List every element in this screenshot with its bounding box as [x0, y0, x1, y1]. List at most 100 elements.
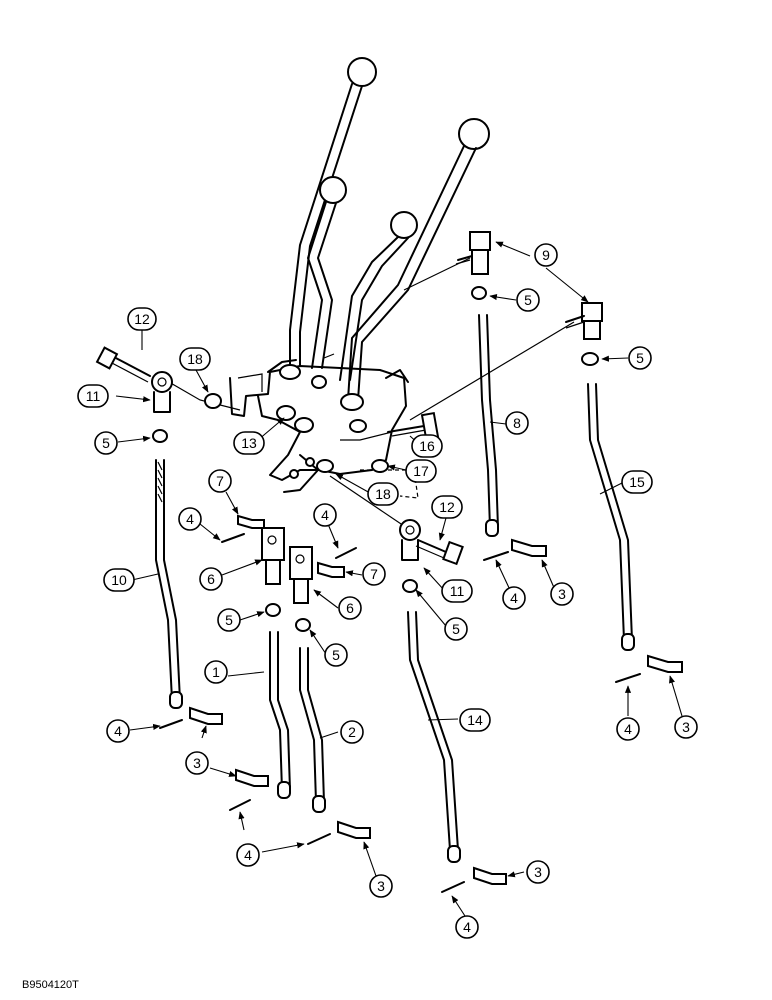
leader-lines [115, 241, 683, 917]
control-lever-4 [339, 211, 418, 381]
pin-7-left [237, 514, 265, 529]
callout-8: 8 [505, 411, 529, 435]
callout-5-upper-right: 5 [516, 288, 540, 312]
svg-text:18: 18 [375, 486, 391, 502]
rod-8 [478, 314, 499, 537]
figure-code: B9504120T [22, 979, 79, 991]
callout-4-rod-8: 4 [502, 586, 526, 610]
cotter-4-rod-1 [229, 799, 251, 811]
callout-3-rod-8: 3 [550, 582, 574, 606]
callout-7-left: 7 [208, 469, 232, 493]
valve-bracket [229, 353, 419, 499]
callout-18-lower: 18 [367, 482, 399, 506]
cotter-4-rod-10 [159, 719, 183, 729]
svg-text:12: 12 [439, 499, 455, 515]
callout-5-left: 5 [94, 431, 118, 455]
callout-5-clevis-right: 5 [324, 643, 348, 667]
svg-text:7: 7 [370, 566, 378, 582]
tie-lines [161, 257, 575, 531]
callout-4-rod-1: 4 [236, 843, 260, 867]
svg-text:4: 4 [244, 847, 252, 863]
svg-text:7: 7 [216, 473, 224, 489]
callout-10: 10 [103, 568, 135, 592]
callout-1: 1 [204, 660, 228, 684]
svg-text:5: 5 [102, 435, 110, 451]
callout-3-rod-10: 3 [185, 751, 209, 775]
control-lever-assembly [229, 57, 490, 499]
rod-1 [269, 631, 291, 799]
nut-5-right-upper [471, 286, 487, 300]
pin-3-rod-2 [337, 820, 371, 839]
callout-3-extra: 3 [0, 0, 4, 8]
callout-3-rod-2: 3 [369, 874, 393, 898]
svg-text:8: 8 [513, 415, 521, 431]
callout-18-upper: 18 [179, 347, 211, 371]
svg-text:6: 6 [207, 571, 215, 587]
svg-text:5: 5 [452, 621, 460, 637]
svg-text:4: 4 [510, 590, 518, 606]
bolt-12-left [95, 346, 151, 383]
svg-text:14: 14 [467, 712, 483, 728]
callout-4-extra: 4 [0, 0, 4, 8]
callout-6-left: 6 [199, 567, 223, 591]
pin-3-rod-10 [189, 706, 223, 725]
callout-11-left: 11 [77, 384, 109, 408]
svg-text:5: 5 [636, 350, 644, 366]
pin-3-rod-1 [235, 768, 269, 787]
ball-joint-9-upper [455, 231, 491, 275]
callout-11-right: 11 [441, 579, 473, 603]
ball-joint-11-left [151, 371, 173, 413]
svg-text:18: 18 [187, 351, 203, 367]
rod-15 [587, 383, 635, 651]
nut-5-clevis-left [265, 603, 281, 617]
callout-2: 2 [340, 720, 364, 744]
svg-text:2: 2 [348, 724, 356, 740]
cotter-4-upper-right [335, 547, 357, 559]
svg-text:3: 3 [682, 719, 690, 735]
control-lever-2 [307, 176, 347, 369]
callout-4-rod-15: 4 [616, 717, 640, 741]
callout-15: 15 [621, 470, 653, 494]
ball-joint-9-lower [565, 302, 603, 340]
callout-16: 16 [411, 434, 443, 458]
callout-5-right: 5 [628, 346, 652, 370]
svg-text:4: 4 [186, 511, 194, 527]
svg-text:17: 17 [413, 463, 429, 479]
pin-3-rod-14 [473, 866, 507, 885]
pin-3-rod-8 [511, 538, 547, 557]
svg-text:6: 6 [346, 600, 354, 616]
cotter-4-rod-8 [483, 551, 509, 561]
callout-5-rod-14: 5 [444, 617, 468, 641]
callout-14: 14 [459, 708, 491, 732]
svg-text:3: 3 [377, 878, 385, 894]
svg-text:4: 4 [114, 723, 122, 739]
nut-18-left [204, 393, 222, 409]
callout-3-rod-14: 3 [526, 860, 550, 884]
ball-joint-11-right [399, 519, 421, 561]
callout-4-clevis-left: 4 [178, 507, 202, 531]
svg-text:5: 5 [225, 612, 233, 628]
callout-17: 17 [405, 459, 437, 483]
svg-text:12: 12 [134, 311, 150, 327]
svg-text:15: 15 [629, 474, 645, 490]
cotter-4-rod-2 [307, 833, 331, 845]
svg-text:4: 4 [463, 919, 471, 935]
callout-4-rod-10: 4 [106, 719, 130, 743]
callout-5-clevis-left: 5 [217, 608, 241, 632]
svg-text:16: 16 [419, 438, 435, 454]
callout-4-rod-14: 4 [455, 915, 479, 939]
svg-text:1: 1 [212, 664, 220, 680]
rod-10 [155, 459, 183, 709]
cotter-4-upper-left [221, 533, 245, 543]
callout-4-clevis-right: 4 [313, 503, 337, 527]
callout-3-rod-15: 3 [674, 715, 698, 739]
callout-13: 13 [233, 431, 265, 455]
rod-2 [299, 647, 326, 813]
cotter-4-rod-14 [441, 881, 465, 893]
svg-text:9: 9 [542, 247, 550, 263]
callout-7-right: 7 [362, 562, 386, 586]
svg-text:5: 5 [332, 647, 340, 663]
pin-7-right [317, 561, 345, 578]
svg-text:3: 3 [534, 864, 542, 880]
